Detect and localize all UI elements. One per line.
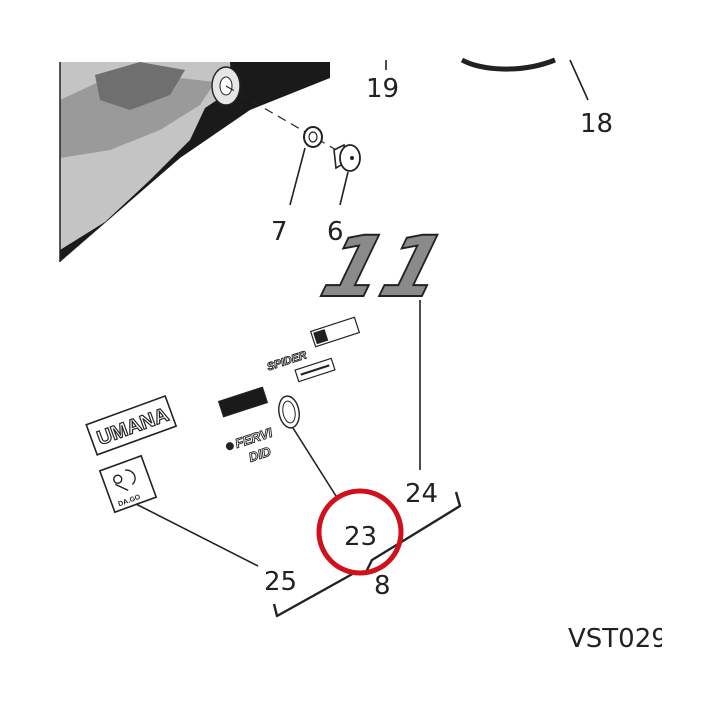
- sponsor-decal-cluster: SPIDER FERVI DID: [217, 316, 361, 465]
- leader-6: [339, 171, 349, 206]
- callout-25: 25: [264, 567, 297, 597]
- leader-25: [135, 503, 259, 567]
- callout-7: 7: [271, 217, 288, 247]
- umana-decal: UMANA: [85, 395, 178, 456]
- callout-23: 23: [344, 522, 377, 552]
- fairing-panel: [59, 62, 330, 262]
- did-decal: DID: [246, 443, 274, 465]
- kit-bracket: [272, 491, 462, 618]
- reference-code: VST029: [568, 624, 662, 654]
- screw-icon: [333, 143, 361, 172]
- callout-8: 8: [374, 571, 391, 601]
- svg-text:DID: DID: [247, 444, 274, 465]
- dago-decal: DA.GO: [98, 454, 158, 514]
- oval-badge-decal: [278, 395, 300, 429]
- callout-24: 24: [405, 479, 438, 509]
- svg-text:11: 11: [311, 219, 456, 317]
- assembly-axis-line: [225, 85, 351, 159]
- highlight-circle: [316, 488, 404, 576]
- race-number-decal: 11: [310, 218, 457, 318]
- leader-18: [569, 59, 589, 101]
- logo-b-decal: [309, 316, 361, 348]
- part-18-edge: [460, 57, 556, 72]
- callout-19: 19: [366, 74, 399, 104]
- leader-23: [292, 427, 337, 497]
- callout-18: 18: [580, 109, 613, 139]
- callout-6: 6: [327, 217, 344, 247]
- logo-a-decal: [217, 386, 269, 418]
- washer-icon: [303, 126, 323, 148]
- leader-7: [289, 147, 306, 206]
- logo-c-decal: [294, 357, 336, 383]
